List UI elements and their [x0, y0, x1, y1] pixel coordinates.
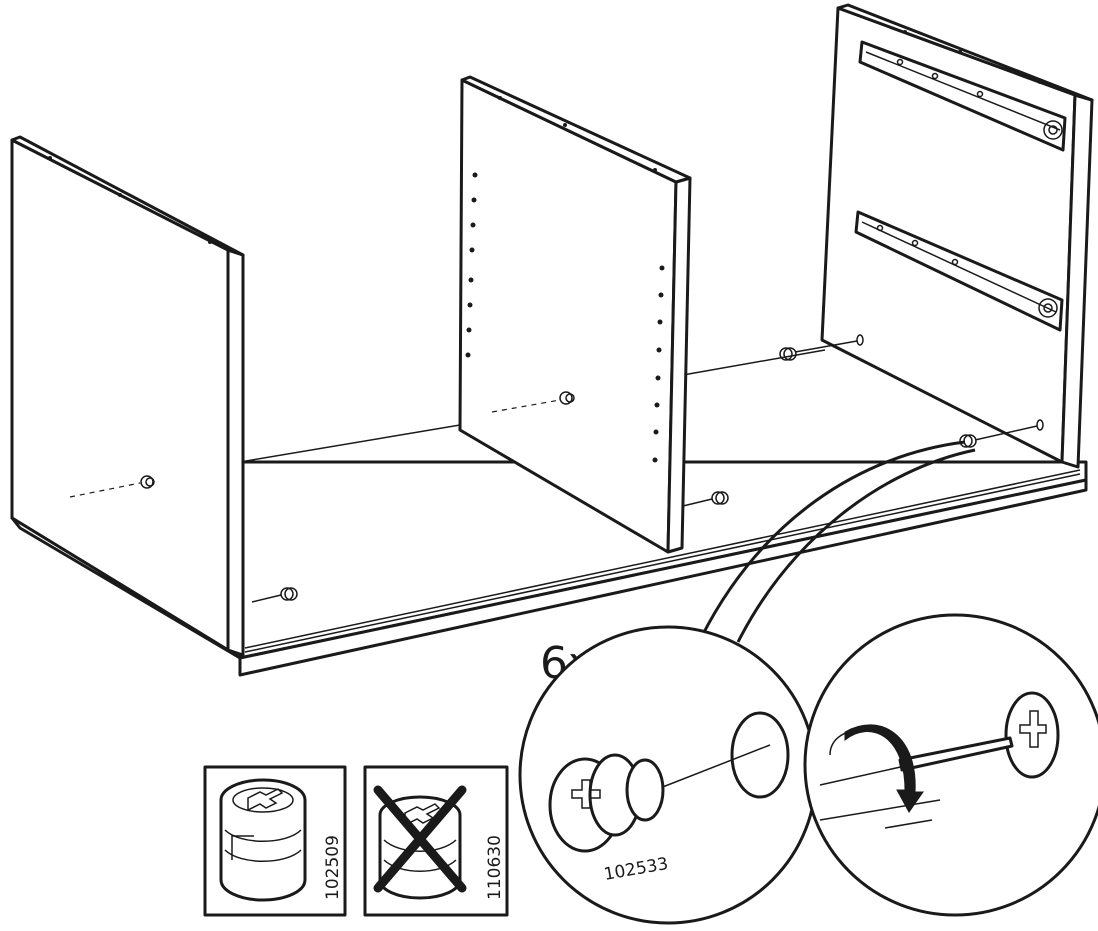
back-edge-right	[682, 349, 826, 376]
drawer-runner-bottom	[854, 210, 1064, 332]
right-side-panel	[794, 3, 1094, 469]
wrong-cam-lock-code: 110630	[485, 835, 505, 900]
detail-screwdriver-turn	[803, 613, 1098, 917]
cam-lock-face-icon	[1004, 691, 1060, 779]
zoom-callout-inner	[736, 448, 976, 643]
cam-lock-markers	[251, 347, 977, 603]
left-side-panel	[10, 135, 245, 660]
correct-cam-lock-box: 102509	[203, 765, 347, 917]
cam-lock-wrong-icon	[378, 795, 462, 900]
clockwise-arrow-icon	[829, 724, 933, 829]
middle-panel	[458, 75, 692, 554]
wrong-cam-lock-box: 110630	[363, 765, 509, 917]
zoom-callout	[698, 440, 966, 641]
drawer-runner-top	[858, 40, 1067, 152]
screwdriver-icon	[819, 736, 1014, 821]
correct-cam-lock-code: 102509	[323, 835, 343, 900]
back-edge	[239, 424, 461, 463]
detail-cam-lock-insert: 102533	[518, 625, 818, 925]
cam-lock-icon	[548, 753, 665, 853]
cam-lock-correct-icon	[219, 778, 307, 902]
cross-icon	[373, 785, 467, 893]
